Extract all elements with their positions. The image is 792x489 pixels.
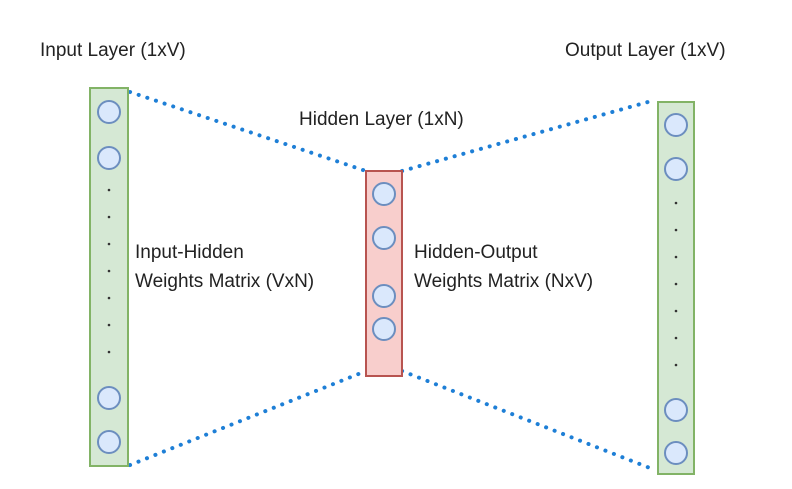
output-node xyxy=(664,113,688,137)
hidden-node xyxy=(372,226,396,250)
hidden-node xyxy=(372,284,396,308)
input-layer-label: Input Layer (1xV) xyxy=(40,40,186,61)
connector-input-top xyxy=(128,90,368,173)
connector-lines xyxy=(128,90,657,472)
hidden-output-weights-label-line1: Hidden-Output xyxy=(414,242,538,263)
connector-output-top xyxy=(400,98,657,173)
input-layer xyxy=(89,87,129,467)
hidden-layer-label: Hidden Layer (1xN) xyxy=(299,109,464,130)
output-node xyxy=(664,398,688,422)
input-hidden-weights-label-line1: Input-Hidden xyxy=(135,242,244,263)
output-node xyxy=(664,441,688,465)
hidden-node xyxy=(372,317,396,341)
input-hidden-weights-label-line2: Weights Matrix (VxN) xyxy=(135,271,314,292)
output-layer-label: Output Layer (1xV) xyxy=(565,40,726,61)
connector-input-bottom xyxy=(128,369,368,467)
hidden-output-weights-label-line2: Weights Matrix (NxV) xyxy=(414,271,593,292)
input-node xyxy=(97,100,121,124)
input-ellipsis-dots xyxy=(107,188,111,354)
hidden-layer xyxy=(365,170,403,377)
output-layer xyxy=(657,101,695,475)
input-node xyxy=(97,430,121,454)
output-node xyxy=(664,157,688,181)
input-node xyxy=(97,146,121,170)
hidden-node xyxy=(372,182,396,206)
input-node xyxy=(97,386,121,410)
connector-output-bottom xyxy=(400,369,657,472)
output-ellipsis-dots xyxy=(674,201,678,367)
